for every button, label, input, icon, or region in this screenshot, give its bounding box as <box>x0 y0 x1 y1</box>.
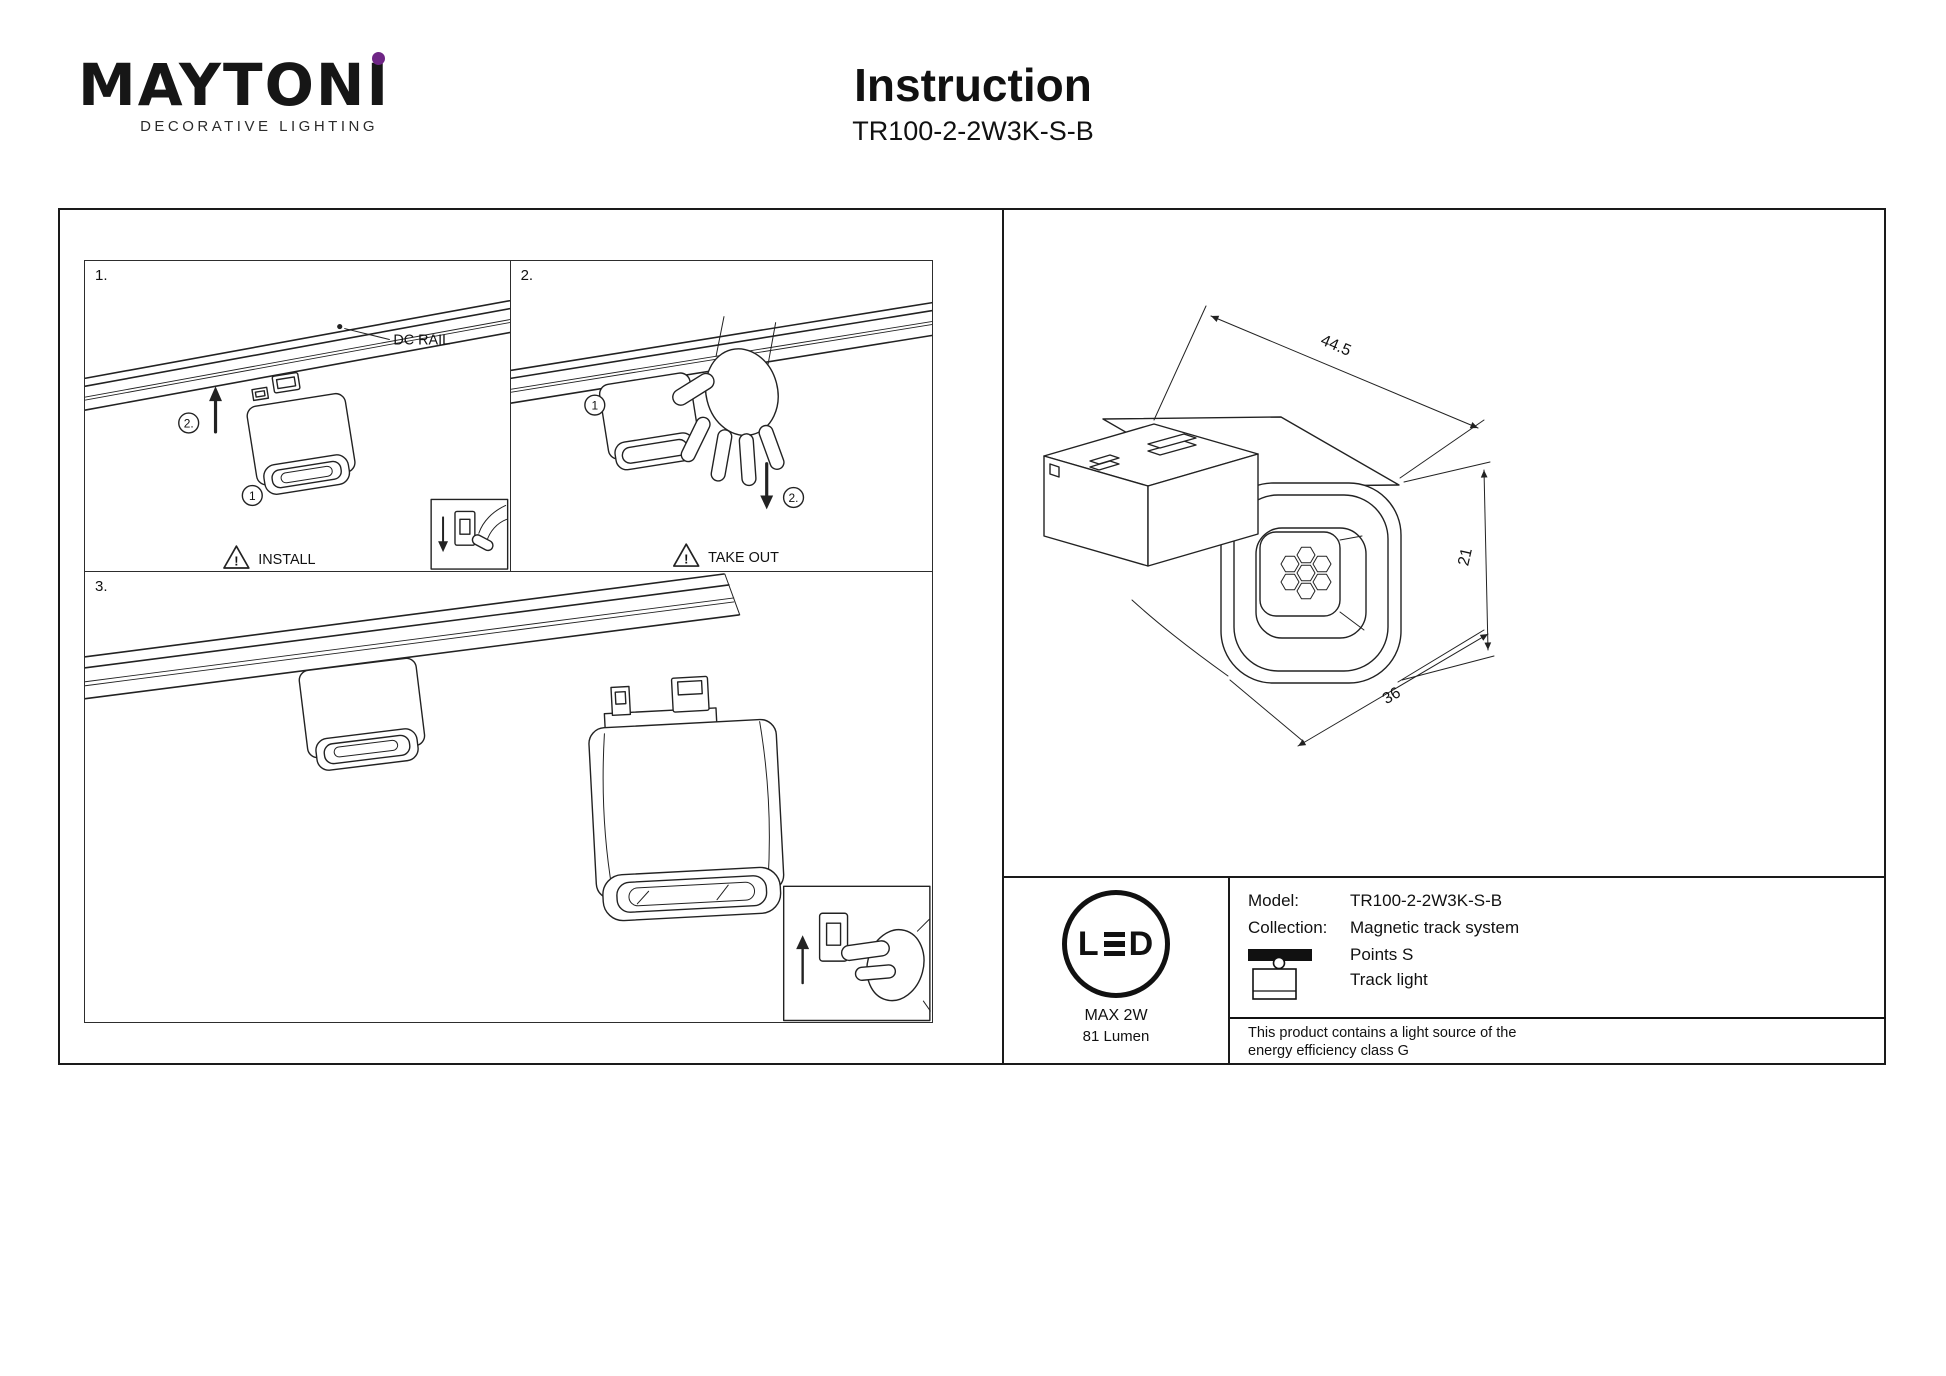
page-model-code: TR100-2-2W3K-S-B <box>852 116 1094 146</box>
hand-illustration <box>671 316 785 487</box>
led-logo: L D <box>1062 890 1170 998</box>
spec-table: Model: TR100-2-2W3K-S-B Collection: Magn… <box>1230 878 1886 1063</box>
power-off-inset <box>430 498 509 570</box>
step2-number: 2. <box>520 267 534 284</box>
step1-panel: 1. DC RAIL <box>84 260 511 572</box>
brand-wordmark: MAYTONI <box>78 51 391 119</box>
product-isometric <box>1043 416 1402 684</box>
track-rail <box>85 299 510 411</box>
brand-dot-icon <box>372 52 386 65</box>
dc-rail-dot <box>337 323 343 330</box>
svg-text:!: ! <box>234 554 238 569</box>
dimension-width: 36 <box>1229 629 1489 747</box>
max-power: MAX 2W <box>1084 1007 1148 1024</box>
hand-icon <box>471 534 494 552</box>
svg-text:!: ! <box>684 552 688 567</box>
track-light-icon <box>1248 949 1312 1000</box>
step3-panel: 3. <box>84 570 933 1023</box>
luminous-flux: 81 Lumen <box>1082 1028 1150 1045</box>
brand-logo-text: MAYTONI <box>78 52 390 114</box>
dimension-height: 21 <box>1401 461 1495 681</box>
power-on-inset <box>782 885 931 1021</box>
brand-tagline: DECORATIVE LIGHTING <box>140 118 378 135</box>
step2-marker-2 <box>782 486 804 509</box>
model-value: TR100-2-2W3K-S-B <box>1350 891 1503 910</box>
connector-pins <box>1089 433 1197 471</box>
warning-icon: ! <box>672 543 700 567</box>
step1-illustration: DC RAIL 2. 1 ! I <box>85 299 510 570</box>
step1-marker-1 <box>241 484 263 507</box>
svg-text:44.5: 44.5 <box>1318 332 1353 360</box>
svg-text:21: 21 <box>1455 546 1476 567</box>
svg-text:1: 1 <box>249 489 256 503</box>
step2-illustration: 1 2. ! TAKE OUT <box>510 301 932 567</box>
energy-class-note: This product contains a light source of … <box>1230 1017 1886 1060</box>
step1-caption: INSTALL <box>258 552 315 568</box>
mounted-fixture <box>298 657 426 771</box>
step3-illustration <box>85 572 931 1021</box>
dc-rail-label: DC RAIL <box>393 332 450 348</box>
svg-text:36: 36 <box>1380 684 1404 708</box>
document-header: Instruction TR100-2-2W3K-S-B <box>623 58 1323 147</box>
model-label: Model: <box>1248 891 1300 910</box>
svg-text:1: 1 <box>591 399 598 413</box>
led-spec-cell: L D MAX 2W 81 Lumen <box>1004 878 1230 1063</box>
step1-number: 1. <box>95 267 108 284</box>
type-line1: Points S <box>1350 945 1414 964</box>
svg-text:2.: 2. <box>788 491 798 505</box>
spec-row-type: Points S Track light <box>1230 945 1886 1008</box>
collection-value: Magnetic track system <box>1350 918 1520 937</box>
type-line2: Track light <box>1350 970 1428 989</box>
track-light-fixture <box>246 371 356 495</box>
track-rail <box>85 572 741 700</box>
step2-panel: 2. <box>509 260 933 572</box>
step1-marker-2 <box>178 412 200 434</box>
svg-text:2.: 2. <box>184 416 194 430</box>
step3-number: 3. <box>95 577 108 595</box>
brand-logo: MAYTONI DECORATIVE LIGHTING <box>78 52 388 135</box>
step2-marker-1 <box>583 394 606 416</box>
spec-row-collection: Collection: Magnetic track system <box>1230 918 1886 938</box>
spec-strip: L D MAX 2W 81 Lumen Model: TR100-2-2W3K-… <box>1004 876 1886 1063</box>
step2-caption: TAKE OUT <box>708 550 779 566</box>
warning-icon: ! <box>223 545 250 569</box>
led-e-bars-icon <box>1103 931 1125 957</box>
product-info-section: 44.5 21 36 L D <box>1002 210 1886 1063</box>
fixture-detail <box>588 675 785 921</box>
dimension-drawing: 44.5 21 36 <box>1043 305 1495 747</box>
spec-row-model: Model: TR100-2-2W3K-S-B <box>1230 891 1886 911</box>
instruction-sheet-frame: 1. DC RAIL <box>58 208 1886 1065</box>
page-title: Instruction <box>854 59 1092 111</box>
collection-label: Collection: <box>1248 918 1328 937</box>
